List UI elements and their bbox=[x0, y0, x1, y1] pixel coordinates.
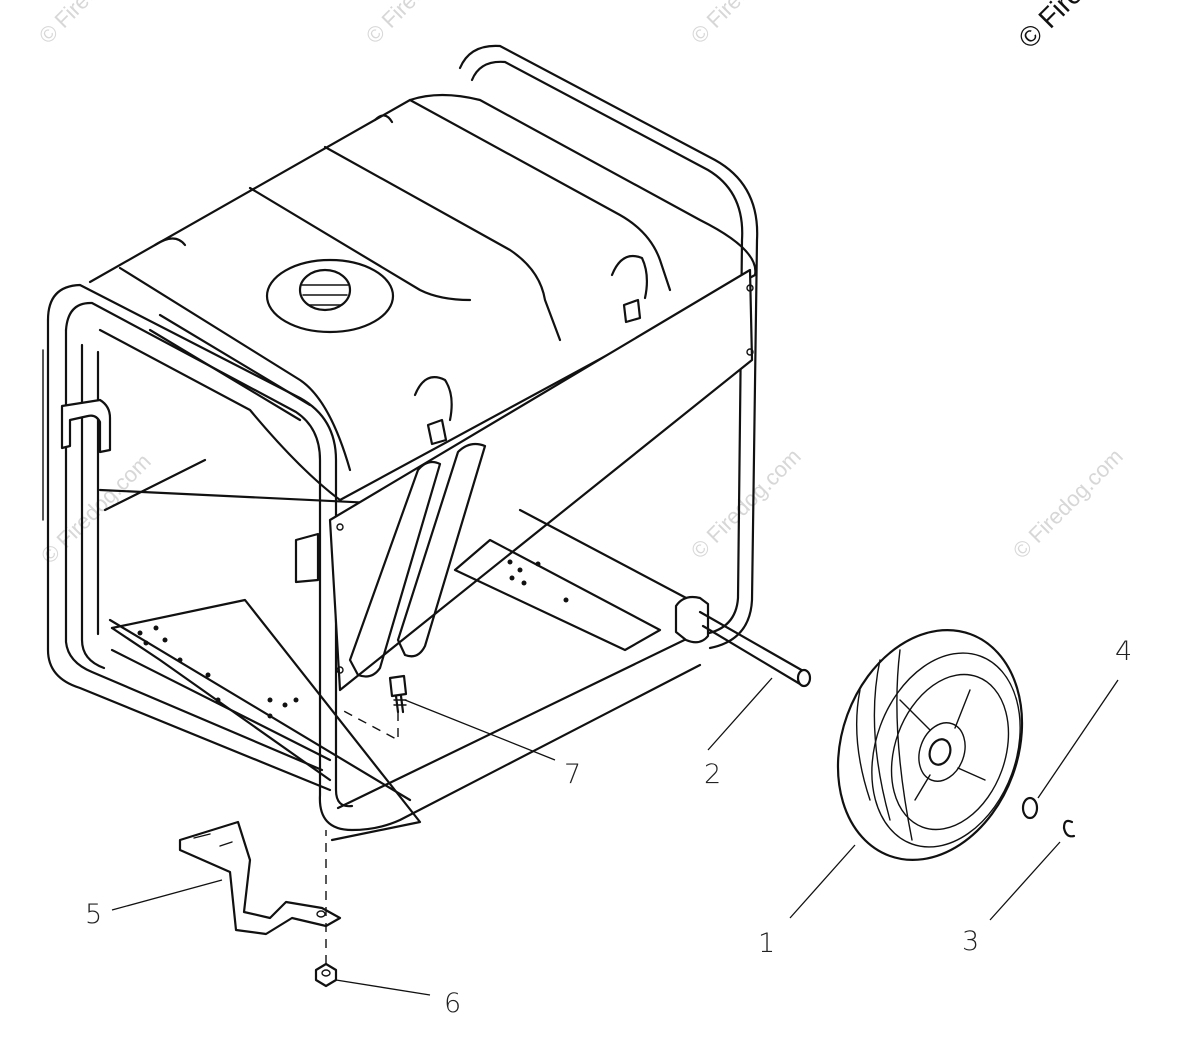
axle-part-2 bbox=[674, 595, 812, 688]
watermark-text: © Firedog.com bbox=[686, 0, 806, 49]
callout-6: 6 bbox=[444, 988, 461, 1019]
callout-3: 3 bbox=[962, 926, 979, 957]
copyright-watermark: © Firedog.com bbox=[1012, 0, 1164, 54]
clip-part-3 bbox=[1062, 819, 1076, 838]
bolt-part-7 bbox=[337, 674, 408, 742]
base-pan bbox=[110, 508, 692, 842]
watermark-text: © Firedog.com bbox=[36, 449, 156, 569]
washer-part-4 bbox=[1021, 796, 1039, 820]
watermark-text: © Firedog.com bbox=[686, 444, 806, 564]
callout-4: 4 bbox=[1115, 636, 1132, 667]
fuel-tank bbox=[88, 93, 757, 692]
callout-1: 1 bbox=[758, 928, 775, 959]
generator-frame bbox=[42, 44, 759, 832]
callout-5: 5 bbox=[85, 899, 102, 930]
wheel-part-1 bbox=[836, 629, 1024, 861]
watermark-text: © Firedog.com bbox=[1008, 444, 1128, 564]
callout-2: 2 bbox=[704, 759, 721, 790]
callout-7: 7 bbox=[564, 759, 581, 790]
callouts: 1 2 3 4 5 6 7 bbox=[85, 636, 1132, 1019]
bracket-part-5 bbox=[178, 820, 342, 936]
watermark-text: © Firedog.com bbox=[34, 0, 154, 49]
watermark-text: © Firedog.com bbox=[361, 0, 481, 49]
leader-lines bbox=[111, 677, 1119, 996]
